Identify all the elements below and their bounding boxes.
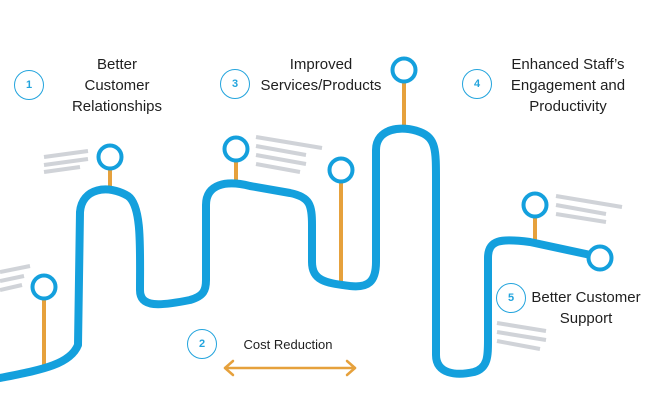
- placeholder-line: [496, 339, 541, 351]
- map-pin-marker-icon: [96, 143, 124, 171]
- milestone-4-badge: 4: [462, 69, 492, 99]
- placeholder-line: [255, 135, 323, 150]
- milestone-1-badge: 1: [14, 70, 44, 100]
- map-pin-marker-icon: [327, 156, 355, 184]
- milestone-1-label: Better Customer Relationships: [71, 56, 163, 115]
- milestone-2-badge: 2: [187, 329, 217, 359]
- placeholder-line: [0, 283, 23, 292]
- milestone-3-badge: 3: [220, 69, 250, 99]
- milestone-5-badge: 5: [496, 283, 526, 313]
- placeholder-line: [0, 264, 31, 274]
- map-pin-marker-icon: [586, 244, 614, 272]
- pin-stems-group: [42, 83, 537, 366]
- milestone-4-label: Enhanced Staff’s Engagement and Producti…: [510, 56, 626, 115]
- placeholder-line: [555, 203, 607, 216]
- placeholder-line: [255, 153, 307, 166]
- map-pin-marker-icon: [30, 273, 58, 301]
- placeholder-line: [555, 194, 623, 209]
- milestone-3-label: Improved Services/Products: [260, 56, 382, 94]
- milestone-2-label: Cost Reduction: [243, 337, 333, 352]
- milestone-5-label: Better Customer Support: [531, 289, 641, 327]
- placeholder-line: [496, 321, 547, 333]
- placeholder-line: [43, 165, 81, 174]
- double-headed-arrow-icon: [223, 359, 357, 377]
- placeholder-line: [43, 157, 89, 167]
- placeholder-line: [255, 144, 307, 157]
- placeholder-lines-group: [0, 135, 623, 351]
- map-pin-marker-icon: [222, 135, 250, 163]
- map-pin-marker-icon: [390, 56, 418, 84]
- placeholder-line: [0, 274, 25, 283]
- placeholder-line: [43, 149, 89, 159]
- winding-road-path: [0, 124, 604, 382]
- pin-heads-group: [30, 56, 614, 301]
- placeholder-line: [255, 162, 301, 174]
- placeholder-line: [555, 212, 607, 224]
- placeholder-line: [496, 330, 547, 342]
- map-pin-marker-icon: [521, 191, 549, 219]
